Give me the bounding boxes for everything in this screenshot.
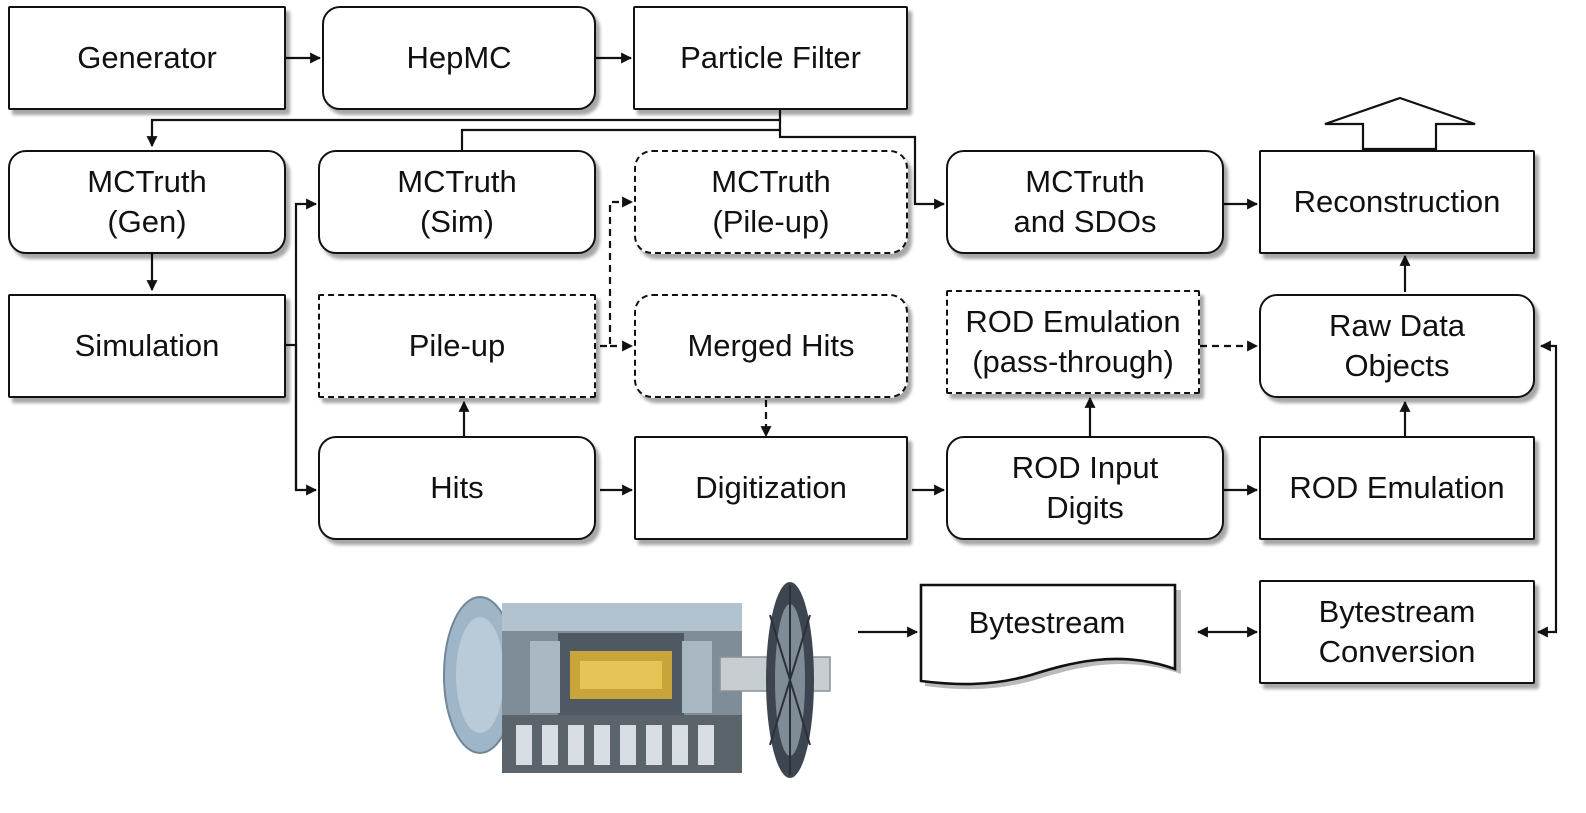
generator-box: Generator (8, 6, 286, 110)
arrow-filter-to-mctruth-gen (146, 110, 782, 148)
reconstruction-label: Reconstruction (1293, 184, 1501, 219)
raw-data-objects-box: Raw Data Objects (1259, 294, 1535, 398)
mctruth-sdos-label: MCTruth and SDOs (1013, 164, 1157, 239)
pileup-box: Pile-up (318, 294, 596, 398)
particle-filter-box: Particle Filter (633, 6, 908, 110)
rod-emulation-pass-box: ROD Emulation (pass-through) (946, 290, 1200, 394)
bytestream-conversion-label: Bytestream Conversion (1318, 594, 1476, 669)
hits-label: Hits (430, 470, 484, 505)
raw-data-objects-label: Raw Data Objects (1328, 308, 1466, 383)
hepmc-label: HepMC (406, 40, 512, 75)
particle-filter-label: Particle Filter (680, 40, 861, 75)
digitization-box: Digitization (634, 436, 908, 540)
merged-hits-box: Merged Hits (634, 294, 908, 398)
bytestream-label: Bytestream (968, 605, 1126, 640)
connector-filter-to-sim (460, 120, 782, 150)
rod-input-digits-label: ROD Input Digits (1011, 450, 1159, 525)
reconstruction-box: Reconstruction (1259, 150, 1535, 254)
digitization-label: Digitization (695, 470, 847, 505)
mctruth-sim-box: MCTruth (Sim) (318, 150, 596, 254)
document-shape (919, 583, 1181, 690)
rod-emulation-pass-label: ROD Emulation (pass-through) (965, 304, 1181, 379)
hepmc-box: HepMC (322, 6, 596, 110)
rod-emulation-label: ROD Emulation (1289, 470, 1505, 505)
arrow-bytestream-conversion-raw-data (1536, 340, 1558, 638)
mctruth-sim-label: MCTruth (Sim) (397, 164, 517, 239)
bytestream-conversion-box: Bytestream Conversion (1259, 580, 1535, 684)
atlas-detector-icon (443, 582, 831, 778)
reconstruction-output-arrow (1324, 96, 1476, 151)
mctruth-sdos-box: MCTruth and SDOs (946, 150, 1224, 254)
mctruth-pileup-label: MCTruth (Pile-up) (711, 164, 831, 239)
rod-input-digits-box: ROD Input Digits (946, 436, 1224, 540)
arrow-simulation-to-hits (294, 345, 318, 496)
mctruth-gen-box: MCTruth (Gen) (8, 150, 286, 254)
arrow-filter-to-mctruth-sdos (778, 130, 946, 210)
hits-box: Hits (318, 436, 596, 540)
mctruth-gen-label: MCTruth (Gen) (87, 164, 207, 239)
arrow-simulation-to-mctruth-sim (294, 198, 318, 490)
merged-hits-label: Merged Hits (687, 328, 855, 363)
generator-label: Generator (77, 40, 217, 75)
arrow-pileup-to-mctruth-pileup (600, 196, 634, 348)
pileup-label: Pile-up (408, 328, 506, 363)
bytestream-document: Bytestream (919, 583, 1181, 695)
mctruth-pileup-box: MCTruth (Pile-up) (634, 150, 908, 254)
rod-emulation-box: ROD Emulation (1259, 436, 1535, 540)
simulation-label: Simulation (74, 328, 220, 363)
simulation-box: Simulation (8, 294, 286, 398)
